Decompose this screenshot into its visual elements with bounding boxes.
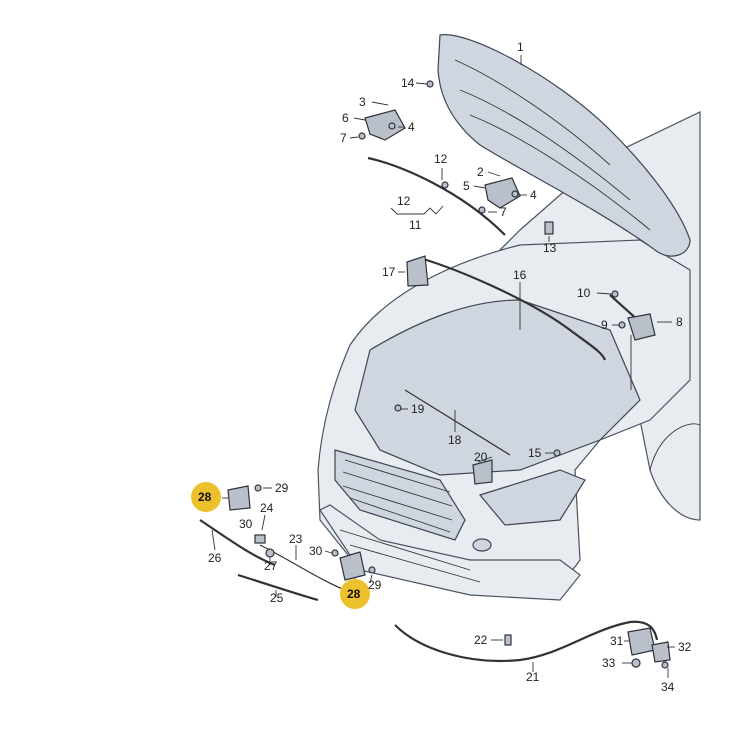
bonnet	[437, 34, 691, 257]
bolt-10	[611, 290, 619, 298]
bolt-33	[631, 658, 641, 668]
callout-11: 11	[409, 218, 422, 232]
bonnet-seal-16	[419, 256, 607, 361]
front-bumper	[319, 504, 581, 601]
callout-28a: 28	[198, 490, 212, 504]
callout-10: 10	[577, 286, 591, 300]
callout-8: 8	[676, 315, 683, 329]
callout-6: 6	[342, 111, 349, 125]
callout-22: 22	[474, 633, 488, 647]
callout-7b: 7	[500, 205, 507, 219]
strut-bracket	[627, 313, 656, 341]
bolt-30b	[331, 549, 339, 557]
callout-5: 5	[463, 179, 470, 193]
callout-28b: 28	[347, 587, 361, 601]
fog-light	[472, 538, 492, 552]
callout-18: 18	[448, 433, 462, 447]
callout-2: 2	[477, 165, 484, 179]
callout-20: 20	[474, 450, 488, 464]
callout-13: 13	[543, 241, 557, 255]
callout-33: 33	[602, 656, 616, 670]
support-rod	[404, 389, 511, 456]
callout-23: 23	[289, 532, 303, 546]
callout-1: 1	[517, 40, 524, 54]
callout-12b: 12	[397, 194, 411, 208]
bracket-17	[406, 255, 429, 287]
bolt-14	[426, 80, 434, 88]
callout-27: 27	[264, 559, 278, 573]
clip-15	[553, 449, 561, 457]
bonnet-seal-strip	[367, 156, 506, 236]
clip-12	[441, 181, 449, 189]
highlight-marker-28-upper	[191, 482, 221, 512]
cable-25	[237, 573, 319, 602]
buffer-13	[544, 221, 554, 235]
screw-34	[661, 661, 669, 669]
callout-4a: 4	[408, 120, 415, 134]
release-cable-21	[394, 620, 659, 662]
front-grille	[334, 449, 466, 541]
release-handle	[627, 627, 656, 656]
headlight	[478, 469, 586, 526]
callout-30a: 30	[239, 517, 253, 531]
nut-4a	[388, 122, 396, 130]
hinge-right	[484, 177, 521, 209]
callout-21: 21	[526, 670, 540, 684]
callout-19: 19	[411, 402, 425, 416]
engine-bay	[354, 299, 641, 476]
release-lever	[651, 641, 671, 663]
callout-24: 24	[260, 501, 274, 515]
callout-14: 14	[401, 76, 415, 90]
callout-30b: 30	[309, 544, 323, 558]
leader-lines	[211, 55, 675, 678]
callout-26: 26	[208, 551, 222, 565]
callout-25: 25	[270, 591, 284, 605]
clip-22	[504, 634, 512, 646]
bolt-29a	[254, 484, 262, 492]
callout-12a: 12	[434, 152, 448, 166]
callout-17: 17	[382, 265, 396, 279]
clip-19	[394, 404, 402, 412]
callout-4b: 4	[530, 188, 537, 202]
callout-labels: 1 14 3 6 4 7 12 2 5 4 7 12 11 13 17 16 1…	[198, 40, 692, 694]
callout-3: 3	[359, 95, 366, 109]
callout-29b: 29	[368, 578, 382, 592]
callout-31: 31	[610, 634, 624, 648]
bolt-7a	[358, 132, 366, 140]
nut-4b	[511, 190, 519, 198]
hinge-left	[364, 109, 406, 141]
callout-7a: 7	[340, 131, 347, 145]
bolt-29b	[368, 566, 376, 574]
callout-34: 34	[661, 680, 675, 694]
cable-26	[199, 519, 276, 567]
lock-bracket-20	[472, 459, 493, 485]
lock-28-upper	[227, 485, 251, 511]
callout-16: 16	[513, 268, 527, 282]
callout-9: 9	[601, 318, 608, 332]
highlight-marker-28-lower	[340, 579, 370, 609]
clip-30a	[254, 534, 266, 544]
callout-15: 15	[528, 446, 542, 460]
callout-32: 32	[678, 640, 692, 654]
callout-29a: 29	[275, 481, 289, 495]
bolt-7b	[478, 206, 486, 214]
clip-27	[265, 548, 275, 558]
lock-28-lower	[339, 551, 366, 581]
